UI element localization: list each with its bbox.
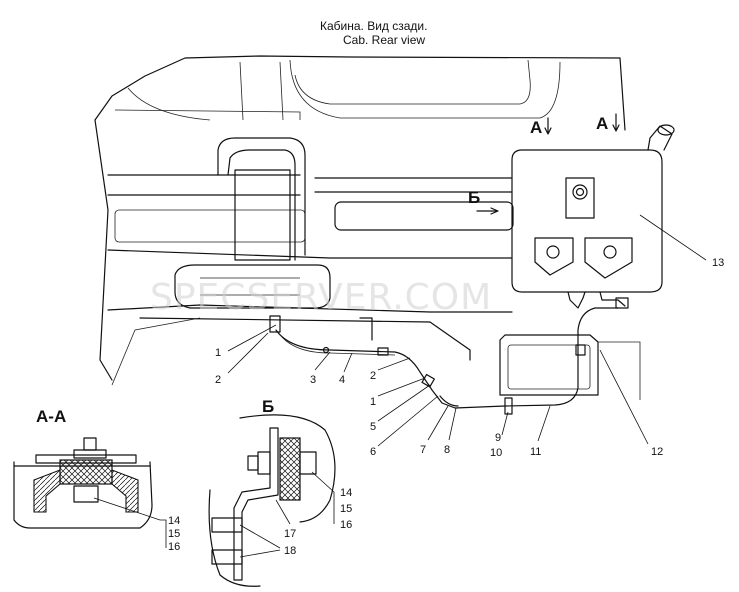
callout-9: 9 (495, 432, 501, 444)
b-callout-16: 16 (340, 519, 352, 531)
callout-6: 6 (370, 446, 376, 458)
washer-pipeline (275, 307, 619, 415)
view-marker-a-left: А (530, 118, 542, 137)
cab-body (94, 55, 626, 386)
view-b-title: Б (262, 397, 274, 416)
b-callout-18: 18 (284, 545, 296, 557)
view-marker-b: Б (468, 188, 480, 207)
b-callout-14: 14 (340, 487, 352, 499)
callout-11: 11 (530, 446, 541, 458)
callout-1b: 1 (370, 396, 376, 408)
callout-4: 4 (339, 374, 345, 386)
callout-5: 5 (370, 421, 376, 433)
watermark: SPECSERVER.COM (150, 277, 492, 318)
callout-2a: 2 (215, 374, 221, 386)
section-aa-detail: А-А 14 15 16 (13, 407, 180, 553)
b-callout-15: 15 (340, 503, 352, 515)
view-b-detail: Б 14 15 16 17 18 (208, 397, 352, 587)
callout-12: 12 (651, 446, 663, 458)
title-en: Cab. Rear view (343, 33, 425, 47)
callout-10: 10 (490, 447, 502, 459)
callout-3: 3 (310, 374, 316, 386)
callout-13: 13 (712, 257, 724, 269)
b-callout-17: 17 (284, 528, 296, 540)
aa-callout-14: 14 (168, 515, 180, 527)
view-markers: А А Б (468, 113, 620, 215)
callout-labels: 1 2 3 4 2 1 5 6 7 8 9 10 11 12 13 (215, 257, 724, 459)
aa-callout-15: 15 (168, 528, 180, 540)
aa-callout-16: 16 (168, 541, 180, 553)
tank (511, 124, 675, 309)
callout-leaders (227, 214, 707, 447)
view-marker-a-right: А (596, 114, 608, 133)
callout-1a: 1 (215, 347, 221, 359)
callout-8: 8 (444, 444, 450, 456)
cab-lower-right-panel (499, 334, 641, 400)
callout-2b: 2 (370, 370, 376, 382)
callout-7: 7 (420, 444, 426, 456)
title-ru: Кабина. Вид сзади. (320, 19, 427, 33)
section-aa-title: А-А (36, 407, 66, 426)
